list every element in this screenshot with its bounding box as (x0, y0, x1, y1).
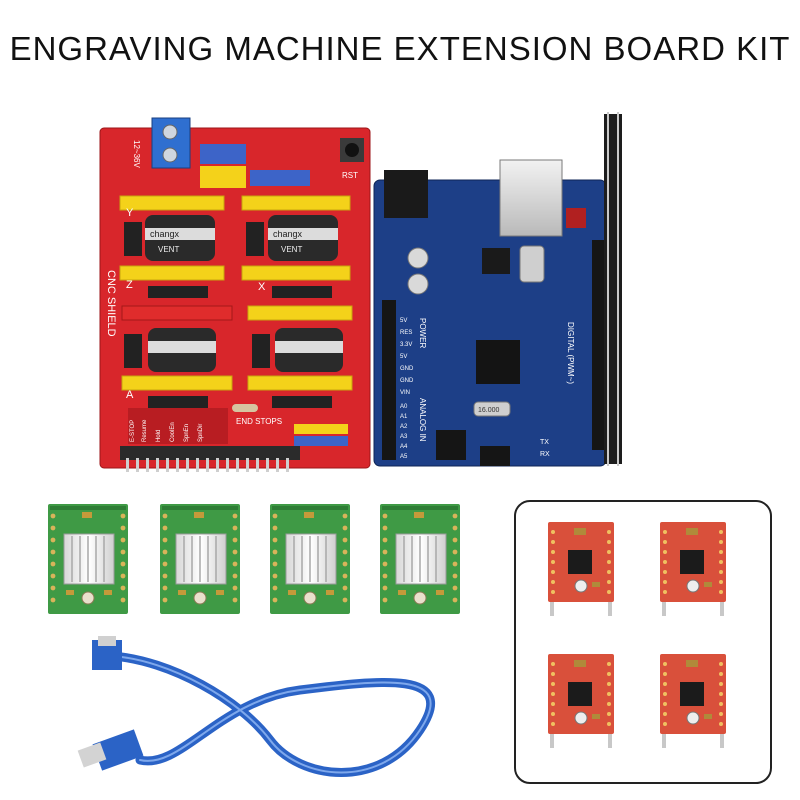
usb-connectors (77, 636, 144, 771)
red-driver-frame (514, 500, 772, 784)
page-title: ENGRAVING MACHINE EXTENSION BOARD KIT (9, 30, 791, 67)
green-drivers (47, 503, 461, 615)
pin-header-strip (604, 112, 622, 466)
usb-cable (107, 651, 436, 777)
uno-board (373, 159, 607, 467)
cnc-shield (99, 117, 371, 472)
